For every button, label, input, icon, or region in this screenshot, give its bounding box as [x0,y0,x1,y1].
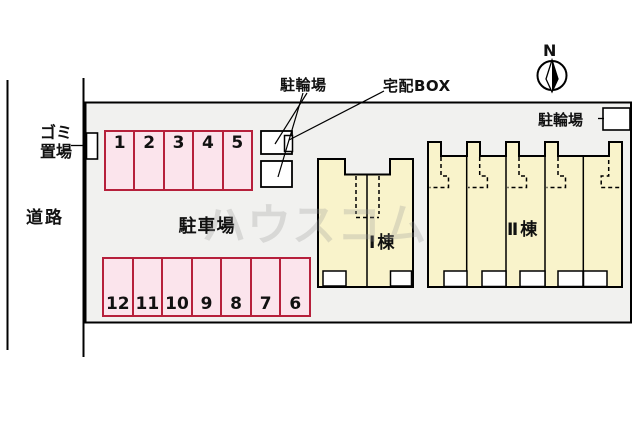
parking-space-10: 10 [161,259,191,315]
parking-space-number: 7 [259,294,272,314]
parking-space-3: 3 [162,132,192,189]
building-2-entry-dashes-3 [507,157,528,189]
parking-space-5: 5 [221,132,251,189]
parking-space-number: 1 [113,133,126,153]
parking-space-number: 6 [289,294,302,314]
building-2-porch-1 [443,270,468,288]
parking-space-8: 8 [220,259,250,315]
building-2-label: Ⅱ棟 [507,220,540,240]
bicycle-box-right [602,107,631,131]
parking-space-number: 12 [105,294,130,314]
garbage-area-label-line2: 置場 [39,142,72,161]
parking-space-number: 2 [143,133,156,153]
bicycle-parking-label-top: 駐輪場 [280,76,327,94]
parking-lot-label: 駐車場 [178,216,236,237]
parking-space-11: 11 [131,259,162,315]
delivery-leader-line [288,90,385,141]
parking-space-12: 12 [104,259,132,315]
parking-space-2: 2 [133,132,162,189]
building-2-porch-3 [519,270,546,288]
building-2-entry-dashes-5 [600,160,621,189]
parking-row-bottom: 12 11 10 9 8 7 6 [102,257,311,317]
parking-space-number: 8 [230,294,243,314]
parking-space-1: 1 [106,132,133,189]
building-1-porch-right [389,270,413,287]
building-2-entry-dashes-4 [546,157,567,189]
parking-space-6: 6 [279,259,309,315]
building-2-porch-2 [481,270,507,288]
building-2-entry-dashes-2 [468,157,489,189]
parking-space-number: 10 [165,294,189,314]
parking-row-top: 1 2 3 4 5 [104,130,253,191]
building-1-porch-left [322,270,347,287]
parking-space-number: 9 [200,294,213,314]
garbage-area-label-line1: ゴミ [39,123,72,142]
bicycle-box-lower [260,160,293,188]
building-1-entry-dashes [355,176,380,219]
compass-icon [536,57,568,94]
parking-space-number: 4 [202,133,214,153]
garbage-area-label: ゴミ 置場 [22,123,72,161]
parking-space-number: 3 [172,133,185,153]
delivery-box-label: 宅配BOX [383,77,451,95]
building-2-outline [427,141,623,288]
parking-space-9: 9 [190,259,221,315]
bicycle-leader-line-2 [277,92,304,178]
parking-space-4: 4 [192,132,221,189]
parking-space-number: 11 [135,294,160,314]
bicycle-leader-line-1 [274,92,308,145]
road-label: 道路 [26,208,64,228]
building-2-porch-5 [582,270,608,288]
garbage-box-shape [85,132,99,160]
building-2-porch-4 [557,270,584,288]
parking-space-number: 5 [231,133,244,153]
building-1-outline [317,158,414,288]
bicycle-parking-label-right: 駐輪場 [538,111,584,129]
parking-space-7: 7 [249,259,280,315]
compass-north-label: N [543,41,557,60]
building-2-entry-dashes-1 [429,157,450,189]
building-1-label: Ⅰ棟 [369,233,397,253]
